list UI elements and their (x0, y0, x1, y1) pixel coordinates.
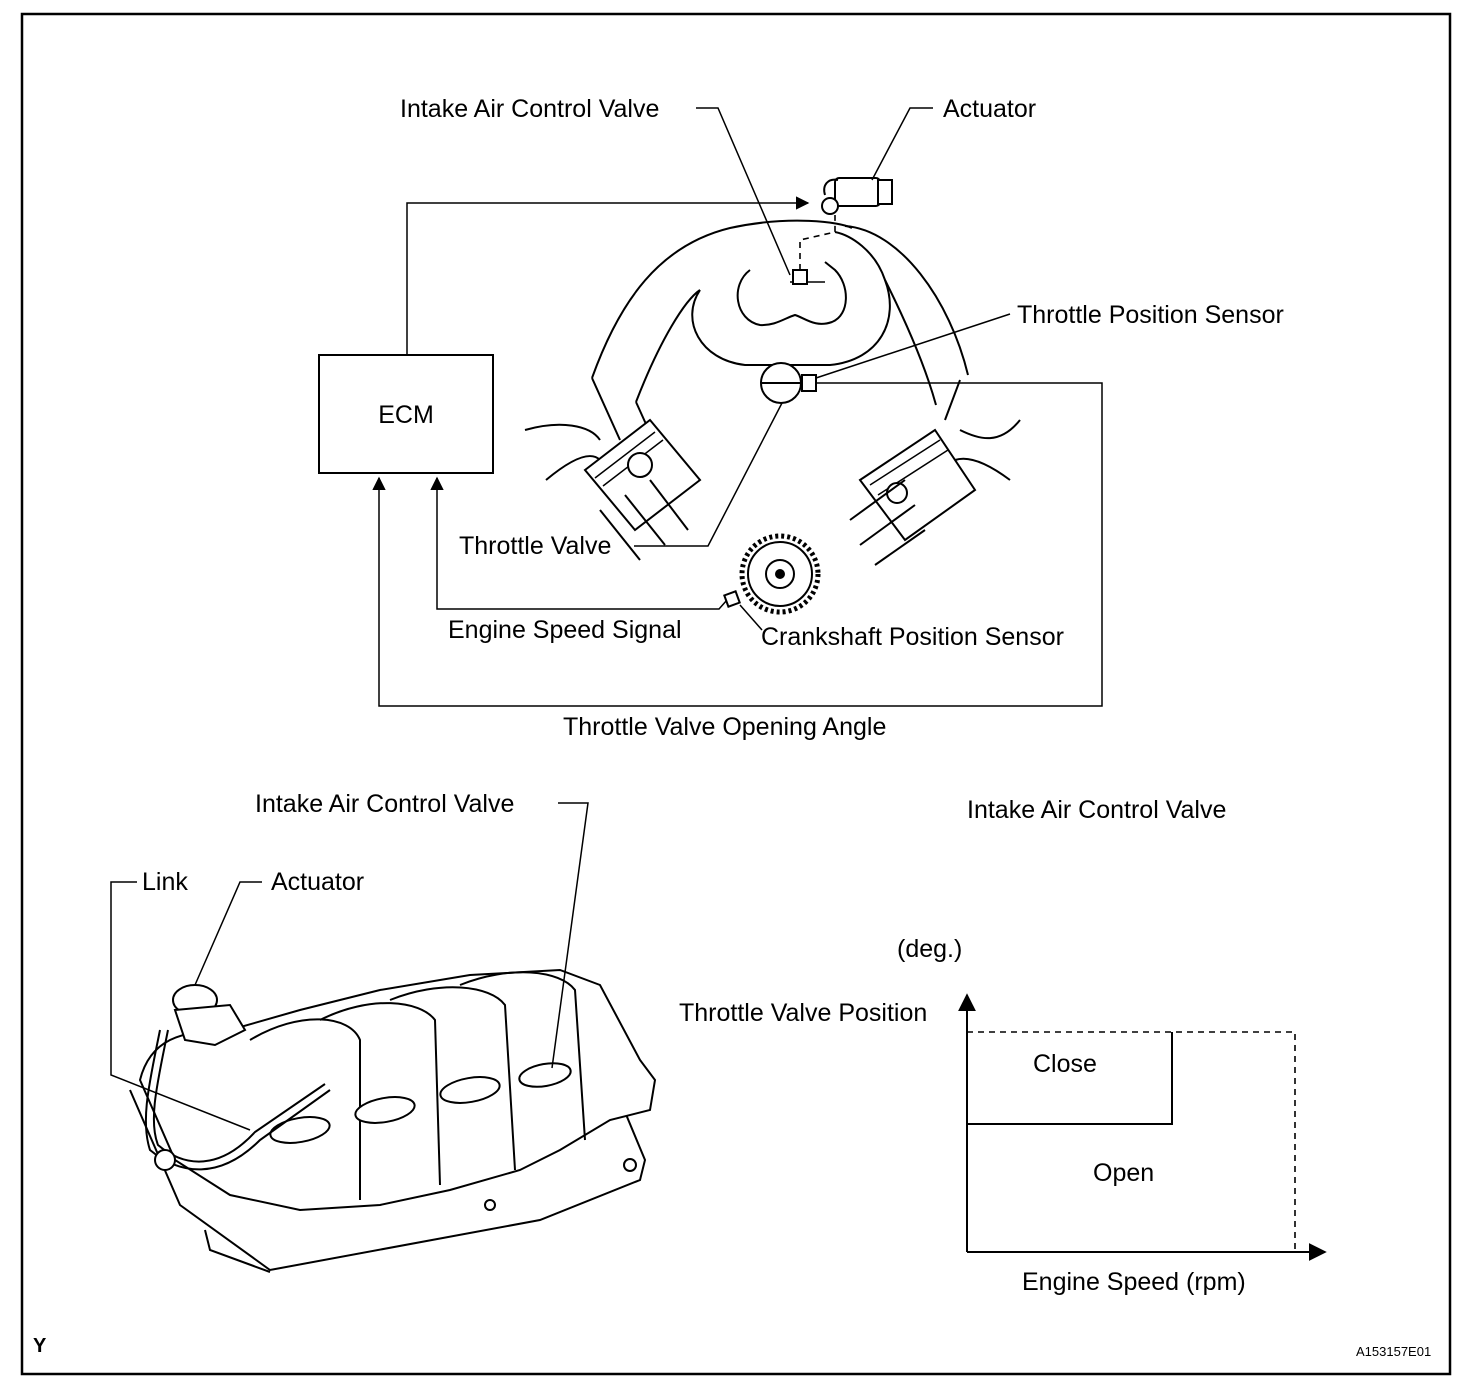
max-limit-dashed (967, 1031, 1296, 1252)
v-engine-drawing (524, 177, 1021, 615)
actuator-signal-line (406, 196, 810, 355)
ecm-label: ECM (378, 401, 434, 429)
figure-border (20, 12, 1452, 1376)
label-mf-intake-air-control-valve: Intake Air Control Valve (255, 790, 514, 818)
label-engine-speed-signal: Engine Speed Signal (448, 616, 682, 644)
graph-unit: (deg.) (897, 935, 962, 963)
leader-intake-valve (696, 107, 791, 276)
left-cylinder (524, 377, 702, 561)
ecm-box (318, 354, 494, 474)
label-throttle-position-sensor: Throttle Position Sensor (1017, 301, 1284, 329)
leader-link (110, 881, 251, 1131)
region-open: Open (1093, 1159, 1154, 1187)
graph-title: Intake Air Control Valve (967, 796, 1226, 824)
actuator-drawing (821, 177, 893, 215)
throttle-position-sensor-box (801, 374, 817, 392)
label-intake-air-control-valve: Intake Air Control Valve (400, 95, 659, 123)
label-throttle-valve-opening-angle: Throttle Valve Opening Angle (563, 713, 886, 741)
label-crankshaft-position-sensor: Crankshaft Position Sensor (761, 623, 1064, 651)
region-close: Close (1033, 1050, 1097, 1078)
engine-speed-line (430, 476, 728, 610)
throttle-angle-line (372, 382, 1103, 707)
crankshaft-gear (723, 533, 821, 615)
label-link: Link (142, 868, 188, 896)
graph-xlabel: Engine Speed (rpm) (1022, 1268, 1246, 1296)
leader-tps (815, 313, 1011, 379)
corner-mark: Y (33, 1335, 47, 1357)
close-region-boundary (967, 1032, 1173, 1125)
valve-position-graph: Intake Air Control Valve (deg.) Throttle… (679, 796, 1327, 1296)
right-cylinder (849, 379, 1021, 566)
leader-actuator (871, 107, 933, 181)
label-mf-actuator: Actuator (271, 868, 364, 896)
leader-mf-actuator (194, 881, 262, 986)
system-diagram: ECM (318, 95, 1284, 741)
label-throttle-valve: Throttle Valve (459, 532, 611, 560)
intake-manifold-illustration: Intake Air Control Valve Link Actuator (110, 790, 657, 1273)
leader-crankshaft (739, 604, 763, 631)
leader-throttle-valve (634, 402, 783, 547)
leader-mf-intake-valve (551, 802, 589, 1069)
figure-id: A153157E01 (1356, 1344, 1431, 1359)
label-actuator: Actuator (943, 95, 1036, 123)
graph-ylabel: Throttle Valve Position (679, 999, 927, 1027)
